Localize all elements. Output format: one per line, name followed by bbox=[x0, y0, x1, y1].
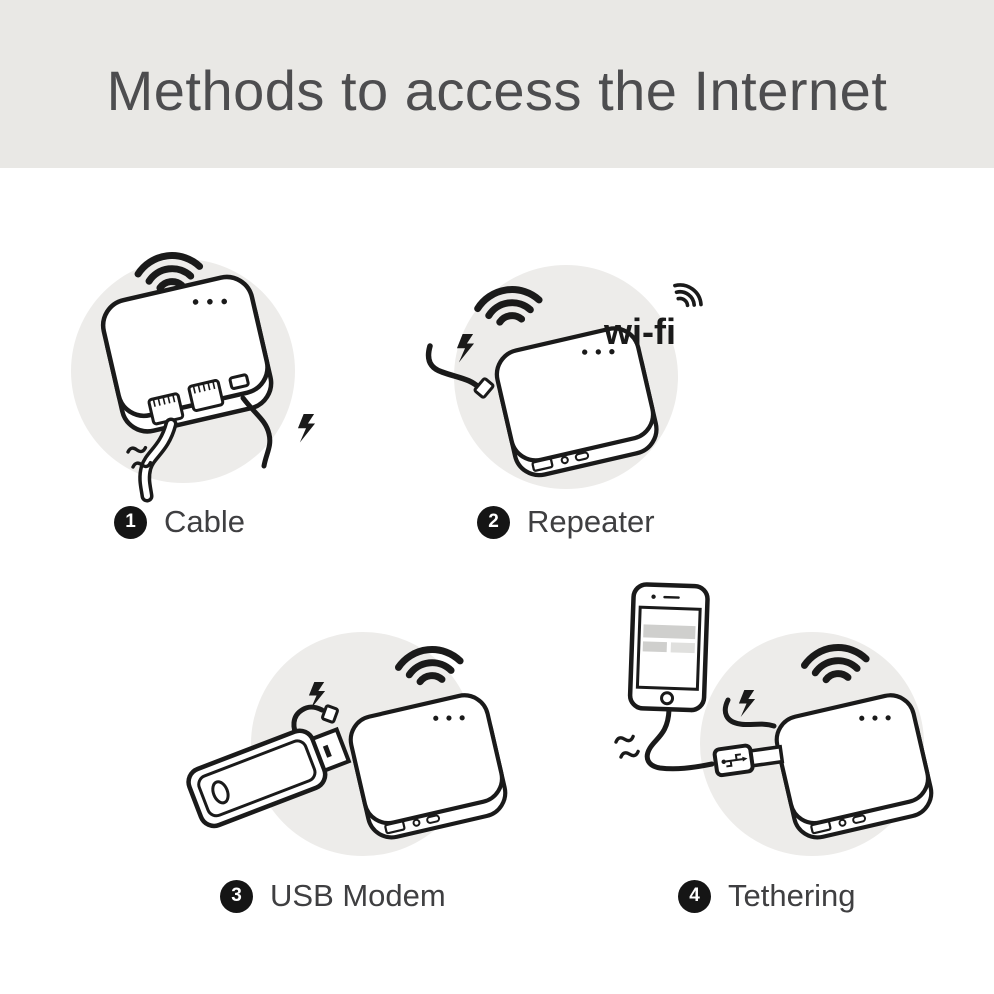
phone-camera-dot bbox=[651, 594, 656, 599]
legend-item-repeater: 2 Repeater bbox=[477, 504, 655, 540]
number-badge: 4 bbox=[678, 879, 711, 913]
usb-modem-illustration bbox=[186, 632, 509, 856]
squiggle-icon bbox=[613, 732, 636, 747]
repeater-illustration: wi-fi bbox=[425, 265, 708, 489]
power-cable bbox=[722, 697, 777, 729]
usb-modem-stick bbox=[186, 726, 352, 829]
tethering-illustration bbox=[613, 582, 936, 856]
phone-home-button bbox=[660, 691, 675, 706]
number-badge: 2 bbox=[477, 505, 510, 539]
legend-item-tethering: 4 Tethering bbox=[678, 878, 856, 914]
power-cable bbox=[425, 343, 485, 393]
smartphone bbox=[627, 582, 710, 713]
legend-item-usb-modem: 3 USB Modem bbox=[220, 878, 446, 914]
page-title: Methods to access the Internet bbox=[106, 58, 888, 122]
wifi-logo-waves-icon bbox=[668, 277, 708, 314]
number-badge: 3 bbox=[220, 879, 253, 913]
usb-cable bbox=[644, 707, 715, 772]
router-illustration bbox=[98, 272, 276, 437]
squiggle-icon bbox=[618, 747, 641, 762]
power-cable bbox=[240, 395, 273, 469]
wifi-logo: wi-fi bbox=[603, 277, 708, 352]
ethernet-ports bbox=[147, 373, 250, 426]
cable-illustration bbox=[71, 252, 316, 503]
lightning-bolt-icon bbox=[297, 414, 316, 443]
usb-plug-icon bbox=[712, 743, 785, 778]
wifi-logo-text: wi-fi bbox=[603, 311, 676, 352]
cable-connector bbox=[321, 704, 339, 724]
header-banner: Methods to access the Internet bbox=[0, 0, 994, 168]
number-badge: 1 bbox=[114, 505, 147, 539]
power-cable bbox=[291, 704, 325, 741]
legend-item-cable: 1 Cable bbox=[114, 504, 245, 540]
item-label: USB Modem bbox=[270, 878, 446, 913]
item-label: Cable bbox=[164, 504, 245, 539]
item-label: Tethering bbox=[728, 878, 856, 913]
cable-connector bbox=[473, 377, 495, 399]
item-label: Repeater bbox=[527, 504, 655, 539]
